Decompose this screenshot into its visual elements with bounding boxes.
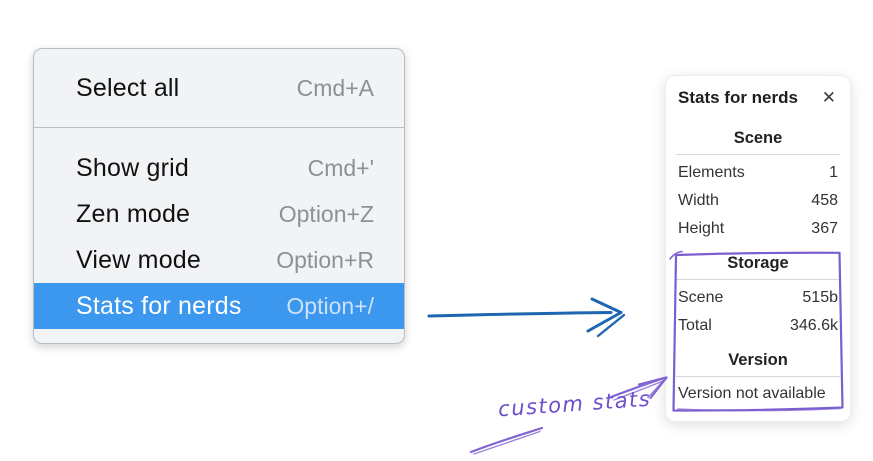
menu-item-label: View mode (76, 245, 202, 274)
menu-item-select-all[interactable]: Select all Cmd+A (34, 65, 404, 111)
stats-panel-title: Stats for nerds (678, 87, 798, 107)
menu-divider (34, 127, 404, 128)
menu-item-show-grid[interactable]: Show grid Cmd+' (34, 145, 404, 191)
menu-item-shortcut: Cmd+' (307, 154, 374, 181)
stat-row-scene-storage: Scene 515b (678, 284, 838, 312)
menu-item-zen-mode[interactable]: Zen mode Option+Z (34, 191, 404, 237)
stat-label: Width (678, 192, 719, 209)
menu-item-shortcut: Option+/ (286, 292, 374, 319)
menu-item-shortcut: Option+Z (278, 200, 374, 227)
menu-item-shortcut: Cmd+A (296, 74, 374, 101)
menu-item-shortcut: Option+R (276, 246, 374, 273)
stats-for-nerds-panel: Stats for nerds ✕ Scene Elements 1 Width… (665, 75, 851, 422)
stat-row-height: Height 367 (678, 215, 838, 243)
menu-section-view-options: Show grid Cmd+' Zen mode Option+Z View m… (34, 128, 404, 343)
pointer-arrow (427, 297, 626, 338)
stats-section-header-scene: Scene (733, 129, 783, 147)
stat-row-width: Width 458 (678, 187, 838, 215)
canvas-context-menu: Select all Cmd+A Show grid Cmd+' Zen mod… (33, 48, 405, 344)
section-divider (676, 279, 840, 280)
menu-item-stats-for-nerds[interactable]: Stats for nerds Option+/ (34, 283, 404, 329)
stats-section-header-storage: Storage (727, 254, 789, 272)
stat-value: 458 (811, 192, 838, 209)
version-note: Version not available (678, 385, 826, 402)
menu-item-view-mode[interactable]: View mode Option+R (34, 237, 404, 283)
annotation-label: custom stats (497, 386, 652, 422)
menu-item-label: Select all (76, 73, 180, 102)
stat-label: Total (678, 317, 712, 334)
menu-item-label: Show grid (76, 153, 189, 182)
stat-value: 1 (829, 164, 838, 181)
stat-row-total-storage: Total 346.6k (678, 312, 838, 340)
stat-value: 515b (802, 289, 838, 306)
section-divider (676, 376, 840, 377)
menu-item-label: Stats for nerds (76, 291, 242, 320)
stats-section-header-version: Version (728, 351, 788, 369)
stat-label: Scene (678, 289, 724, 306)
section-divider (676, 154, 840, 155)
close-icon[interactable]: ✕ (821, 88, 836, 107)
stat-label: Height (678, 220, 725, 237)
stat-row-elements: Elements 1 (678, 159, 838, 187)
menu-section-top: Select all Cmd+A (34, 49, 404, 127)
stat-label: Elements (678, 164, 745, 181)
stat-value: 346.6k (789, 317, 838, 334)
menu-item-label: Zen mode (76, 199, 191, 228)
stat-value: 367 (811, 220, 838, 237)
